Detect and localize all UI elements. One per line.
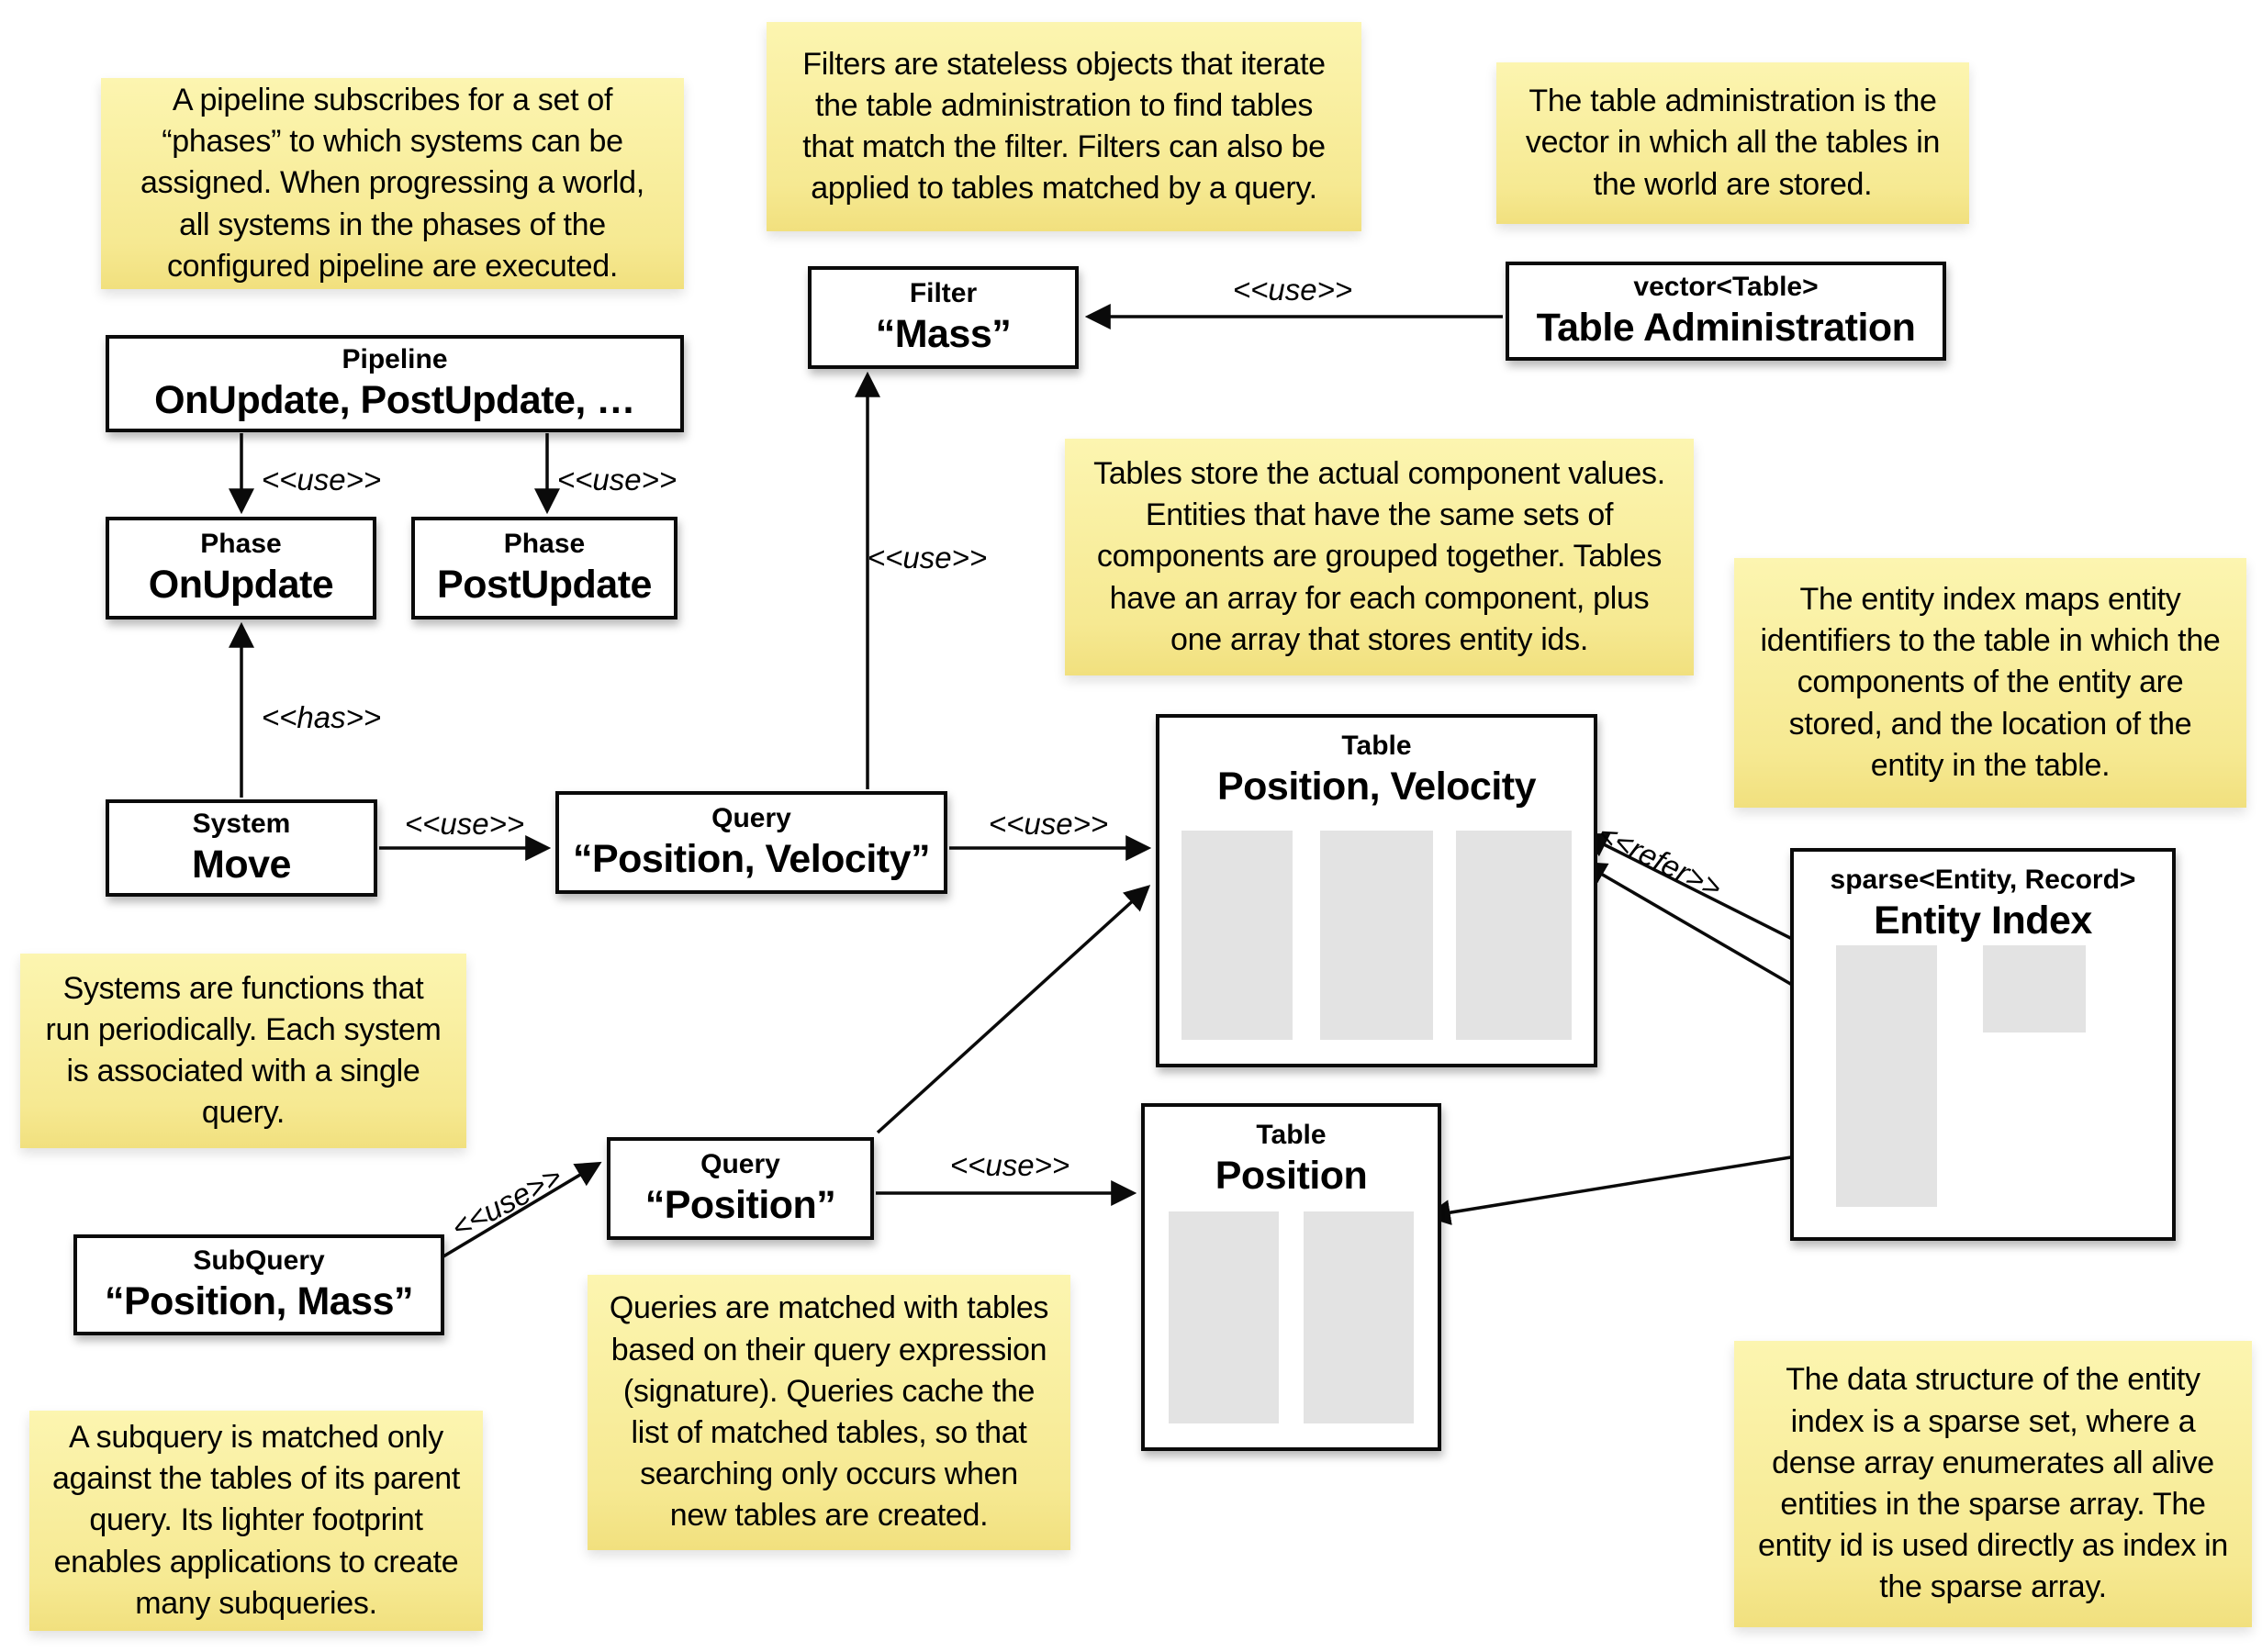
box-filter-mass-type: Filter: [909, 278, 978, 309]
box-system-move: System Move: [106, 799, 377, 897]
component-array: [1169, 1211, 1279, 1423]
box-pipeline: Pipeline OnUpdate, PostUpdate, …: [106, 335, 684, 432]
box-query-position-velocity-type: Query: [711, 803, 791, 834]
box-table-administration-name: Table Administration: [1536, 305, 1916, 350]
note-entity-index: The entity index maps entity identifiers…: [1734, 558, 2246, 808]
box-filter-mass-name: “Mass”: [875, 311, 1012, 356]
arrow-queryp-tablepv: [876, 885, 1151, 1134]
box-phase-postupdate: Phase PostUpdate: [411, 517, 677, 620]
box-query-position-velocity: Query “Position, Velocity”: [555, 791, 947, 894]
note-table-admin-text: The table administration is the vector i…: [1525, 84, 1941, 202]
label-use-system-query: <<use>>: [404, 807, 525, 841]
component-array: [1456, 831, 1572, 1040]
arrow-entityindex-tablep: [1424, 1148, 1837, 1226]
label-use-pipeline-postupdate: <<use>>: [556, 463, 677, 497]
box-subquery-position-mass: SubQuery “Position, Mass”: [73, 1234, 444, 1335]
box-query-position: Query “Position”: [607, 1137, 874, 1240]
label-use-tableadmin-filter: <<use>>: [1232, 273, 1353, 307]
box-table-administration-type: vector<Table>: [1633, 272, 1819, 303]
box-entity-index-type: sparse<Entity, Record>: [1830, 865, 2136, 895]
note-table-admin: The table administration is the vector i…: [1496, 62, 1969, 224]
note-filters-text: Filters are stateless objects that itera…: [802, 46, 1326, 206]
box-query-position-name: “Position”: [644, 1182, 836, 1227]
dense-array: [1983, 945, 2086, 1032]
box-phase-onupdate-name: OnUpdate: [148, 562, 334, 607]
component-array: [1181, 831, 1293, 1040]
label-use-querypv-tablepv: <<use>>: [988, 807, 1109, 841]
label-use-subquery-queryp: <<use>>: [445, 1158, 567, 1245]
note-entity-index-text: The entity index maps entity identifiers…: [1760, 581, 2221, 783]
note-tables-text: Tables store the actual component values…: [1093, 455, 1665, 657]
box-filter-mass: Filter “Mass”: [808, 266, 1079, 369]
box-table-position-velocity-type: Table: [1341, 731, 1412, 761]
label-refer-entityindex-tablepv: <<refer>>: [1592, 816, 1728, 905]
label-has-system-phase: <<has>>: [261, 700, 382, 734]
box-table-position-name: Position: [1215, 1153, 1368, 1198]
component-array: [1320, 831, 1433, 1040]
box-phase-postupdate-name: PostUpdate: [437, 562, 652, 607]
sparse-array: [1836, 945, 1937, 1207]
box-subquery-position-mass-type: SubQuery: [193, 1245, 325, 1277]
box-table-administration: vector<Table> Table Administration: [1506, 262, 1946, 361]
label-use-pipeline-onupdate: <<use>>: [261, 463, 382, 497]
box-query-position-type: Query: [700, 1149, 780, 1180]
box-phase-postupdate-type: Phase: [503, 529, 586, 560]
note-sparse-set-text: The data structure of the entity index i…: [1757, 1362, 2229, 1605]
note-queries-text: Queries are matched with tables based on…: [609, 1290, 1049, 1534]
note-sparse-set: The data structure of the entity index i…: [1734, 1341, 2252, 1627]
note-systems: Systems are functions that run periodica…: [20, 954, 466, 1148]
note-filters: Filters are stateless objects that itera…: [767, 22, 1361, 231]
note-pipeline-text: A pipeline subscribes for a set of “phas…: [140, 82, 644, 284]
note-subquery: A subquery is matched only against the t…: [29, 1411, 483, 1631]
box-phase-onupdate: Phase OnUpdate: [106, 517, 376, 620]
box-query-position-velocity-name: “Position, Velocity”: [572, 836, 931, 881]
note-subquery-text: A subquery is matched only against the t…: [51, 1419, 461, 1621]
label-use-querypv-filter: <<use>>: [867, 541, 988, 575]
note-systems-text: Systems are functions that run periodica…: [45, 970, 442, 1131]
box-pipeline-name: OnUpdate, PostUpdate, …: [154, 377, 635, 422]
note-pipeline: A pipeline subscribes for a set of “phas…: [101, 78, 684, 289]
box-table-position-velocity-name: Position, Velocity: [1216, 764, 1537, 809]
note-tables: Tables store the actual component values…: [1065, 439, 1694, 675]
box-system-move-name: Move: [192, 842, 291, 887]
box-system-move-type: System: [192, 809, 291, 840]
box-phase-onupdate-type: Phase: [200, 529, 282, 560]
box-entity-index-name: Entity Index: [1874, 898, 2092, 943]
component-array: [1304, 1211, 1414, 1423]
box-pipeline-type: Pipeline: [342, 344, 448, 375]
note-queries: Queries are matched with tables based on…: [588, 1275, 1070, 1550]
box-table-position-type: Table: [1256, 1120, 1327, 1150]
box-subquery-position-mass-name: “Position, Mass”: [104, 1278, 414, 1323]
label-use-queryp-tablep: <<use>>: [949, 1148, 1070, 1182]
